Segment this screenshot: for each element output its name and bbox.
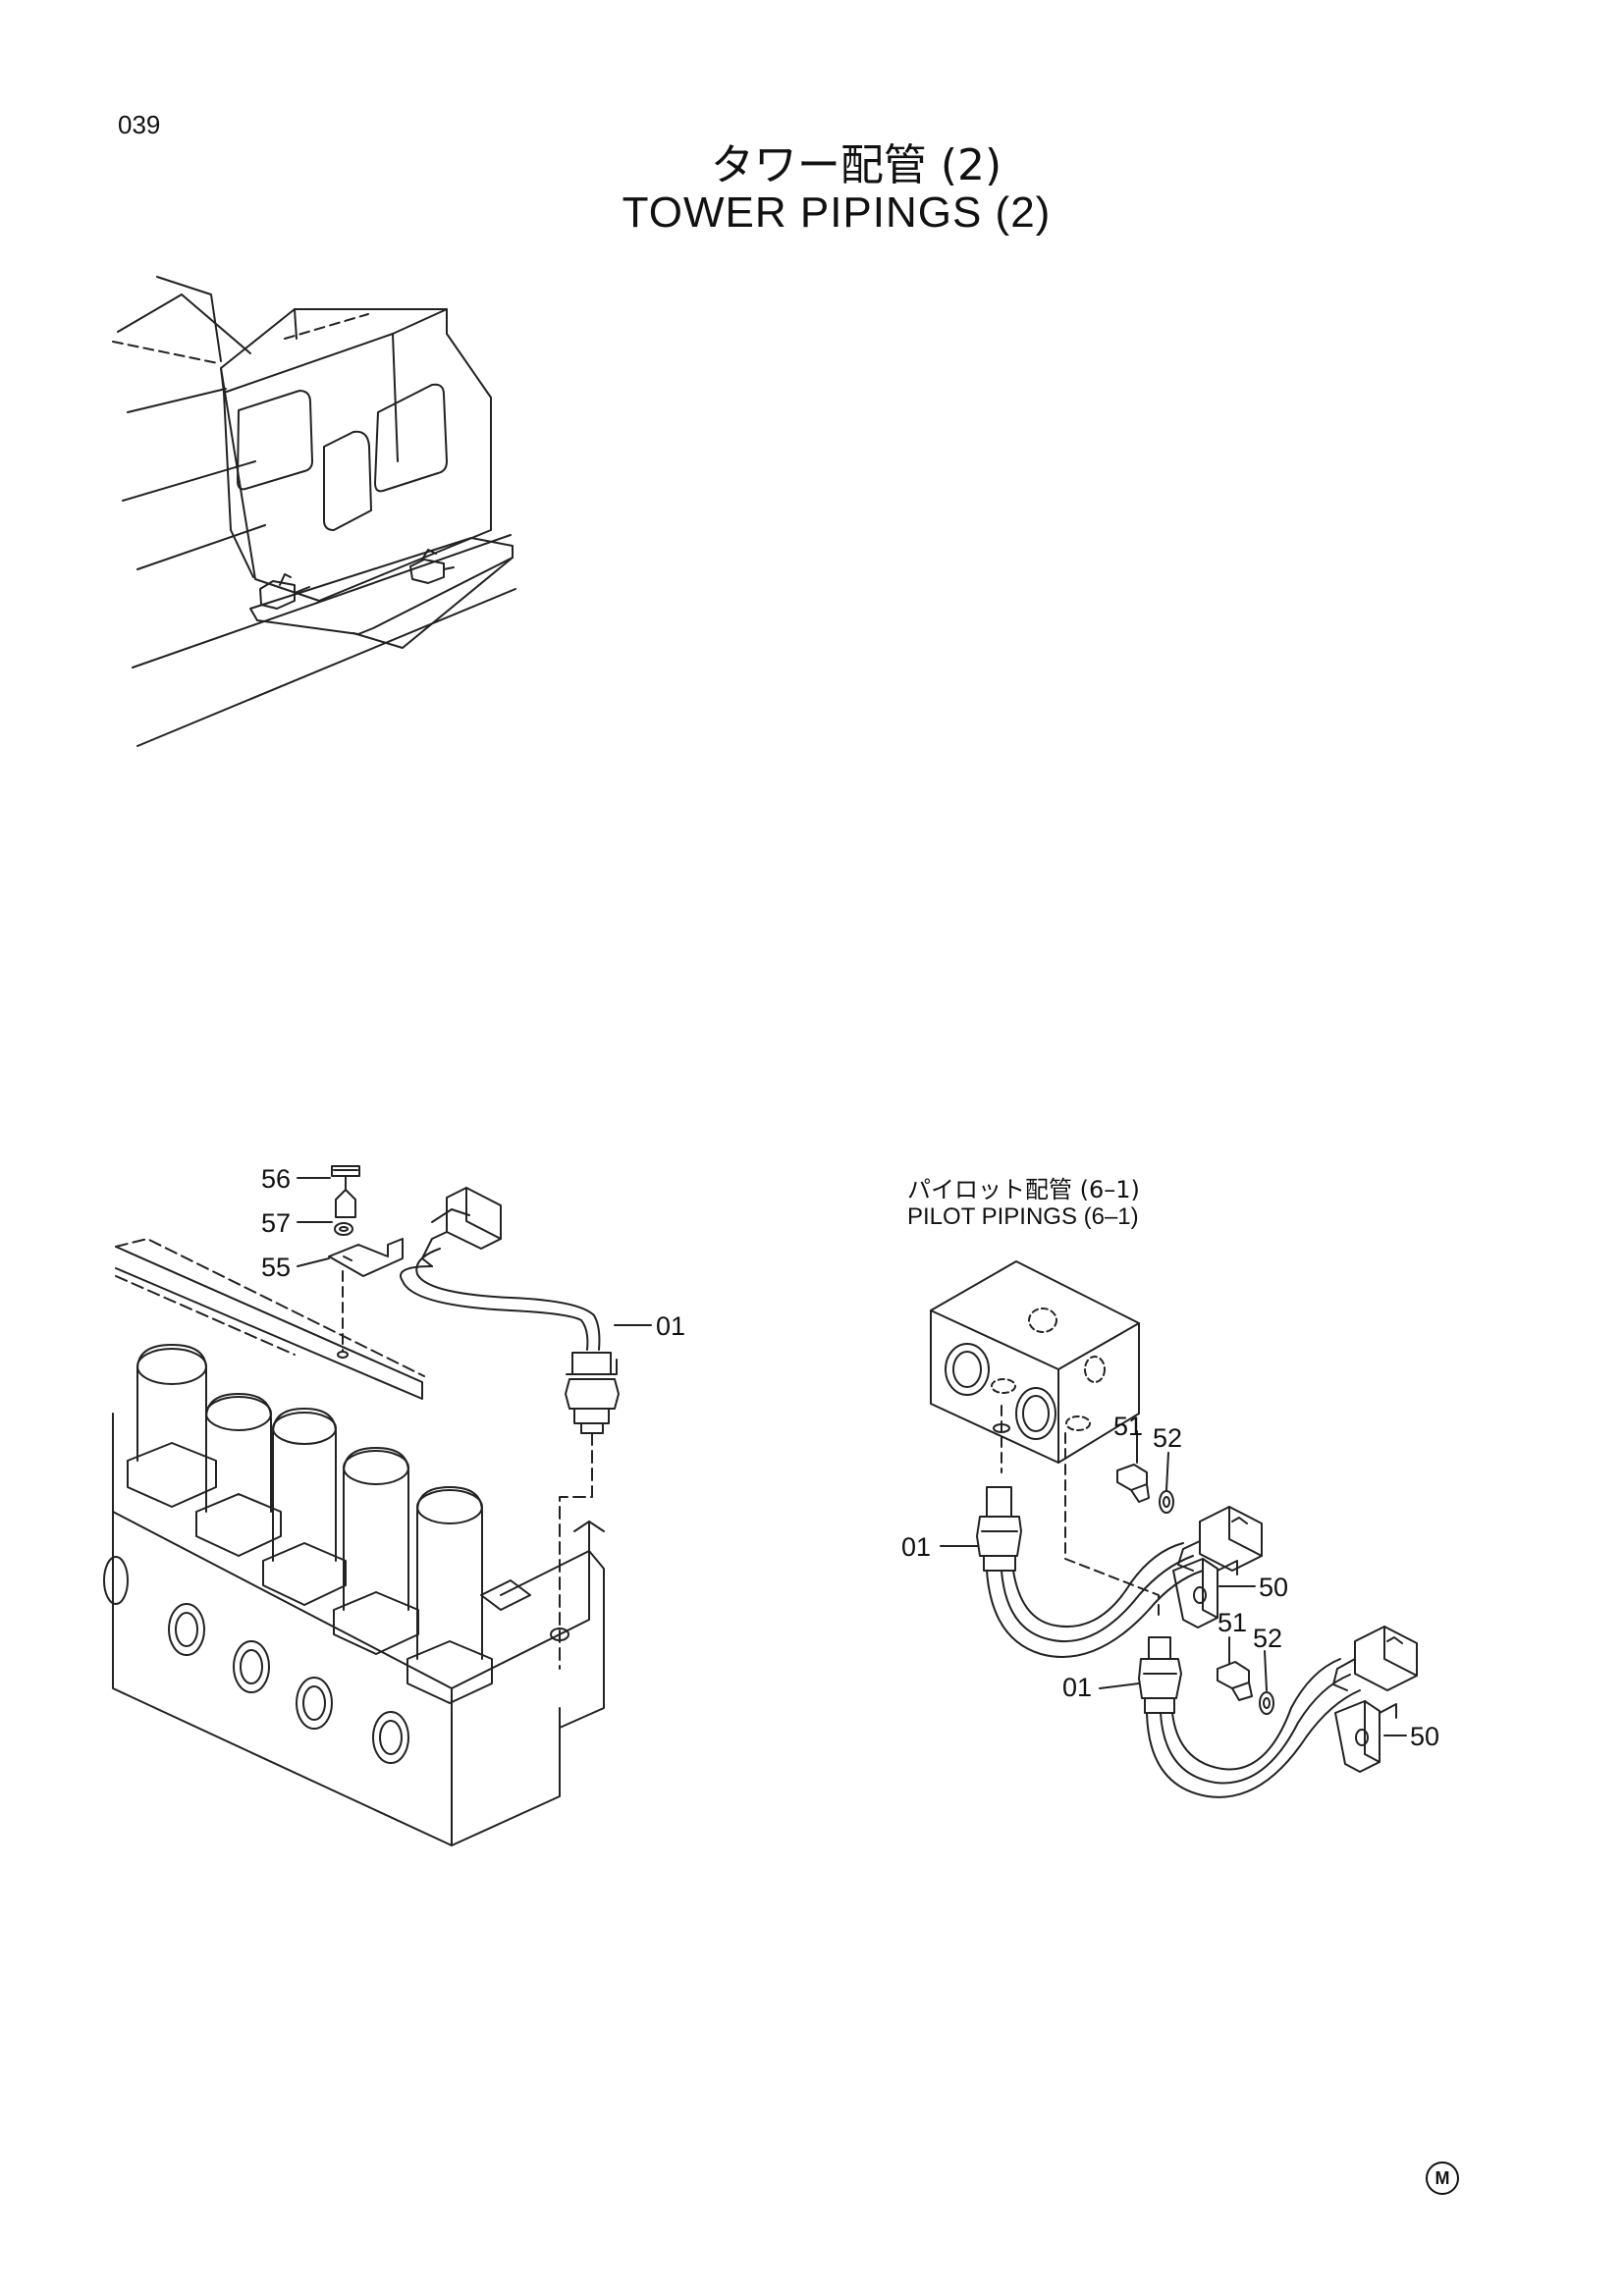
callout-01: 01 — [656, 1311, 686, 1341]
reference-title-jp: パイロット配管 (6–1) — [907, 1176, 1140, 1203]
callout-01-upper: 01 — [901, 1532, 932, 1562]
page-title-jp: タワー配管 (2) — [710, 140, 1002, 190]
solenoid-cylinder — [128, 1345, 216, 1507]
machine-overview-drawing — [113, 277, 515, 746]
callout-01-lower: 01 — [1062, 1673, 1093, 1702]
callout-51-lower: 51 — [1218, 1608, 1248, 1637]
solenoid-cylinder — [334, 1448, 418, 1654]
callout-57: 57 — [261, 1208, 292, 1238]
callout-55: 55 — [261, 1253, 292, 1282]
callout-51-upper: 51 — [1113, 1412, 1144, 1441]
solenoid-cylinder — [196, 1394, 281, 1556]
callout-52-lower: 52 — [1253, 1624, 1283, 1653]
page-number: 039 — [118, 110, 161, 139]
reference-title-en: PILOT PIPINGS (6–1) — [907, 1203, 1139, 1230]
control-valve-drawing — [104, 1166, 651, 1845]
maker-mark: M — [1426, 2162, 1459, 2195]
page-title-en: TOWER PIPINGS (2) — [622, 188, 1052, 237]
callout-56: 56 — [261, 1164, 292, 1194]
solenoid-cylinder — [263, 1409, 346, 1605]
pilot-manifold-drawing — [931, 1261, 1417, 1797]
solenoid-cylinder — [407, 1487, 492, 1703]
callout-50-upper: 50 — [1259, 1573, 1289, 1602]
callout-50-lower: 50 — [1410, 1722, 1440, 1751]
callout-52-upper: 52 — [1153, 1423, 1183, 1453]
